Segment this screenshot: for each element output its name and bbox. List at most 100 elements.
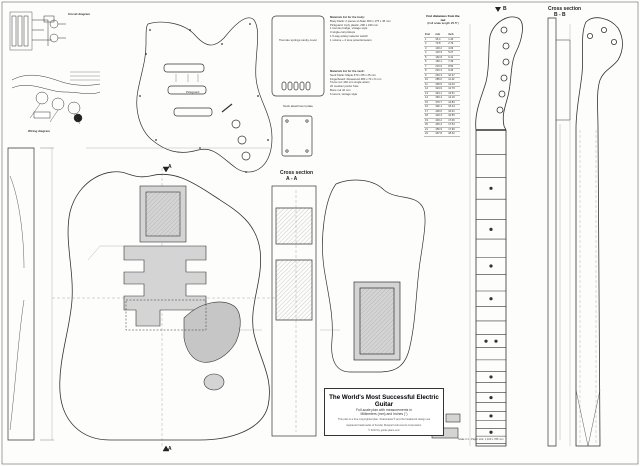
fret-table-cell: 4.06	[447, 46, 460, 51]
fret-table-cell: 12.79	[447, 86, 460, 92]
body-note-line: 3 single-coil pickups	[330, 30, 356, 35]
neck-cross-section-label: Cross section	[548, 6, 582, 12]
fret-marker-dot	[489, 375, 493, 379]
fret-table-cell: 360.4	[434, 95, 448, 101]
neck-plate-label: Neck attachment plate	[283, 104, 313, 108]
fret-table-cell: 13	[424, 91, 435, 96]
fret-table-cell: 305.5	[434, 82, 448, 87]
pickguard-label: Pickguard	[186, 90, 200, 94]
fret-table-cell: 190.1	[434, 59, 448, 65]
neck-note-line: Truss rod: 440 mm single action	[330, 80, 370, 85]
fret-table-cell: 19	[424, 118, 435, 123]
fret-table-cell: 9	[424, 73, 435, 78]
fret-table-cell: 20	[424, 122, 435, 128]
body-cross-section-ref: A - A	[286, 176, 298, 182]
fret-table-cell: 406.6	[434, 109, 448, 114]
fret-table-cell: 17	[424, 109, 435, 114]
body-note-line: Pickguard: 3-ply plastic, 290 x 230 mm	[330, 22, 379, 27]
neck-side-profile	[547, 17, 571, 447]
circuit-diagram	[9, 11, 66, 51]
fret-table-cell: 18	[424, 113, 435, 119]
neck-cross-section-ref: B - B	[554, 12, 566, 18]
fret-table-cell: 1.43	[447, 37, 460, 42]
output-jack	[203, 373, 225, 391]
fret-table-cell: 12.03	[447, 82, 460, 87]
fret-table-cell: 11	[424, 82, 435, 87]
neck-note-line: Bone nut 42 mm	[330, 87, 351, 92]
fret-table-cell: 14.83	[447, 100, 460, 105]
tremolo-route	[125, 299, 207, 331]
fret-table-cell: 324.9	[434, 86, 448, 92]
fret-table-cell: 15	[424, 100, 435, 105]
fret-table-cell: 16.55	[447, 113, 460, 119]
fret-table-header: inch	[447, 33, 460, 38]
fret-table-cell: 7	[424, 64, 435, 69]
fret-table-cell: 16	[424, 104, 435, 110]
pickguard-screws	[139, 23, 269, 173]
fret-table-cell: 10.37	[447, 73, 460, 78]
wiring-diagram	[11, 71, 101, 125]
fret-table-cell: 21	[424, 127, 435, 132]
body-notes: Materials list for the body: Body blank:…	[330, 15, 420, 43]
fret-table-cell: 456.9	[434, 127, 448, 132]
fret-table-cell: 392.1	[434, 104, 448, 110]
body-note-line: 1 volume + 2 tone potentiometers	[330, 37, 372, 42]
body-outline	[59, 171, 270, 441]
fret-table-cell: 12	[424, 86, 435, 92]
fret-table-cell: 13.51	[447, 91, 460, 96]
fret-table-cell: 420.3	[434, 113, 448, 119]
fret-table-cell: 7.49	[447, 59, 460, 65]
neck-notes: Materials list for the neck: Neck blank:…	[330, 69, 420, 97]
body-note-line: 1 5-way pickup selector switch	[330, 33, 368, 38]
neck-pocket	[139, 185, 187, 243]
neck-note-line: Fingerboard: Rosewood 480 x 70 x 6 mm	[330, 76, 382, 81]
fret-table-cell: 215.9	[434, 64, 448, 69]
fret-table-title: Fret distances from the nut (Full scale …	[426, 14, 460, 26]
fret-table-cell: 343.1	[434, 91, 448, 96]
fret-table-cell: 14	[424, 95, 435, 101]
neck-note-line: Neck blank: Maple 670 x 85 x 25 mm	[330, 72, 377, 77]
fret-table-cell: 4	[424, 50, 435, 56]
body-note-line: 1 tremolo bridge, vintage style	[330, 26, 368, 31]
fret-table-cell: 285.0	[434, 77, 448, 83]
fret-table-cell: 1	[424, 37, 435, 42]
fret-table-cell: 16.01	[447, 109, 460, 114]
fret-table-cell: 3	[424, 46, 435, 51]
fret-table-cell: 14.19	[447, 95, 460, 101]
fret-table-cell: 2	[424, 41, 435, 47]
body-side-profile	[7, 147, 54, 441]
plan-copyright: © 2013 by guitar-plans.com	[368, 428, 400, 432]
title-block: The World's Most Successful Electric Gui…	[324, 388, 444, 436]
fret-table-cell: 18.42	[447, 131, 460, 137]
fret-table-cell: 6.41	[447, 55, 460, 60]
body-cross-section	[271, 185, 317, 437]
fret-table-cell: 376.7	[434, 100, 448, 105]
fret-table-title-text: Fret distances from the nut	[426, 14, 460, 22]
fret-table-cell: 445.4	[434, 122, 448, 128]
plan-footnote-2: registered trademarks of Fender Musical …	[346, 423, 422, 427]
fret-table-header-row: Fret mm inch	[424, 33, 460, 38]
fret-table-cell: 11.22	[447, 77, 460, 83]
fret-table-cell: 263.3	[434, 73, 448, 78]
fret-table-cell: 9.46	[447, 68, 460, 74]
fret-marker-dot	[489, 430, 493, 434]
fret-table-cell: 36.4	[434, 37, 448, 42]
tremolo-template	[322, 179, 426, 373]
